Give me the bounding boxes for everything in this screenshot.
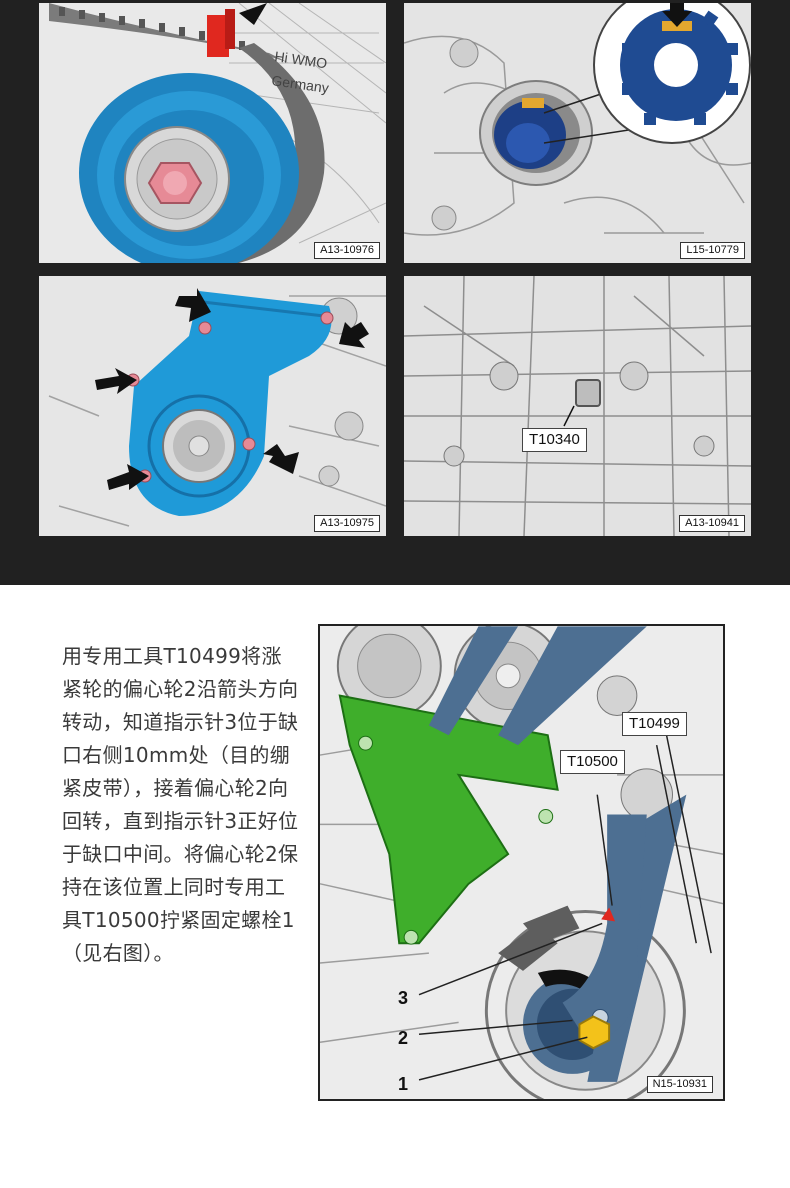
- sprocket-illustration: Hi WMO Germany: [39, 3, 386, 263]
- tool-label-t10340: T10340: [522, 428, 587, 452]
- timing-cover-illustration: [39, 276, 386, 536]
- callout-eccentric-wheel: 2: [398, 1028, 409, 1048]
- figure-engine-block-tool: T10340 A13-10941: [404, 276, 751, 536]
- tool-label-t10500: T10500: [560, 750, 625, 774]
- figure-oil-pump-sprocket: L15-10779: [404, 3, 751, 263]
- figure-grid: Hi WMO Germany A13-10976: [0, 0, 790, 585]
- diagram-reference-code: N15-10931: [646, 1076, 713, 1093]
- casting-text-brand: Hi WMO: [274, 48, 329, 71]
- figure-crankshaft-sprocket: Hi WMO Germany A13-10976: [39, 3, 386, 263]
- callout-indicator-needle: 3: [398, 988, 409, 1008]
- casting-text-origin: Germany: [271, 72, 330, 96]
- callout-fixing-bolt: 1: [398, 1074, 409, 1094]
- figure-reference-code: L15-10779: [680, 242, 745, 259]
- figure-reference-code: A13-10941: [679, 515, 745, 532]
- tensioner-diagram: T10499 T10500 3 2 1 N15-10931: [318, 624, 725, 1101]
- engine-block-illustration: [404, 276, 751, 536]
- figure-reference-code: A13-10976: [314, 242, 380, 259]
- tensioner-illustration: [320, 626, 723, 1099]
- figure-reference-code: A13-10975: [314, 515, 380, 532]
- oil-pump-illustration: [404, 3, 751, 263]
- figure-timing-cover-bolts: A13-10975: [39, 276, 386, 536]
- instruction-text: 用专用工具T10499将涨紧轮的偏心轮2沿箭头方向转动，知道指示针3位于缺口右侧…: [62, 644, 299, 965]
- tool-label-t10499: T10499: [622, 712, 687, 736]
